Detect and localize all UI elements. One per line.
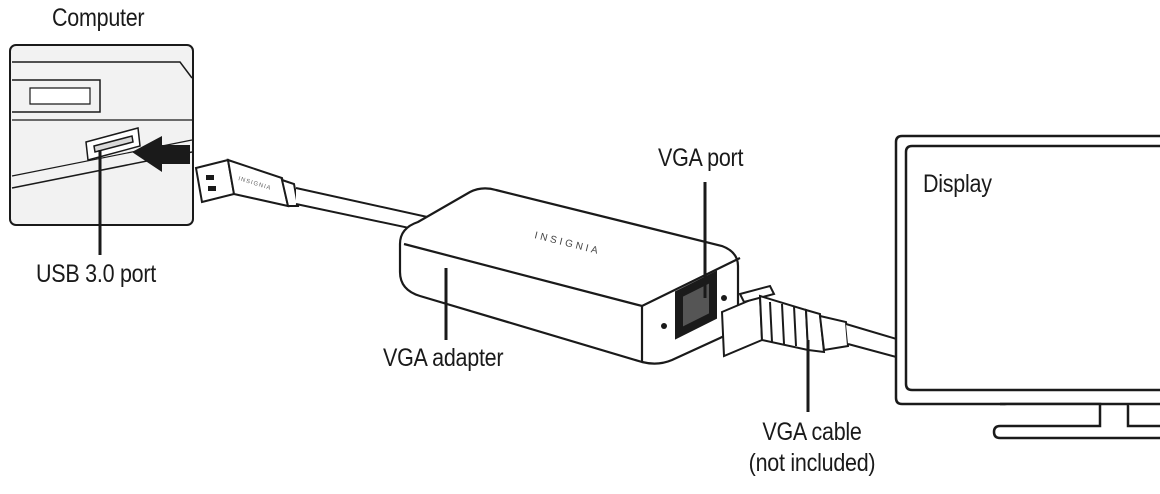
- vga-adapter-label: VGA adapter: [383, 344, 504, 372]
- usb-plug: INSIGNIA: [194, 158, 300, 208]
- arrow-left-icon: [132, 136, 190, 172]
- vga-cable-label-line2: (not included): [748, 449, 876, 477]
- vga-cable-connector: [720, 284, 850, 358]
- vga-adapter: INSIGNIA: [398, 187, 741, 365]
- display-label: Display: [923, 170, 992, 198]
- vga-cable-label-line1: VGA cable: [762, 418, 862, 446]
- vga-port-label: VGA port: [658, 144, 744, 172]
- computer-inset: [9, 44, 194, 226]
- vga-cable-label: VGA cable (not included): [712, 420, 912, 482]
- vga-cable-wire: [845, 323, 901, 360]
- display-monitor: [894, 134, 1160, 440]
- usb-port-label: USB 3.0 port: [36, 260, 156, 288]
- computer-label: Computer: [52, 4, 145, 32]
